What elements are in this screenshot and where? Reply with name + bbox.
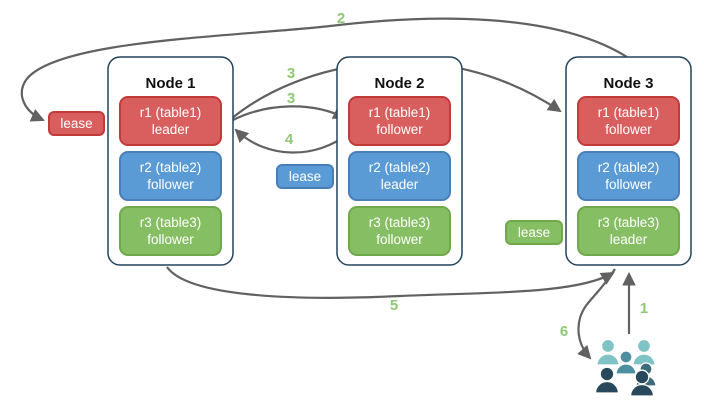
- replica-box-green: [119, 206, 222, 256]
- step-label-1: 1: [640, 300, 648, 317]
- lease-label-green: lease: [505, 220, 563, 245]
- replica-role: follower: [147, 177, 194, 192]
- lease-label-blue: lease: [276, 164, 334, 189]
- node-2: Node 2 r1 (table1) follower r2 (table2) …: [336, 56, 463, 266]
- person-medium-center: [615, 350, 637, 375]
- replica-box-blue: [119, 151, 222, 201]
- arrows: [20, 17, 636, 360]
- replica-role: leader: [381, 177, 419, 192]
- arrow-step-6-node3-to-users: [577, 268, 616, 360]
- lease-badge-red: [48, 111, 105, 136]
- step-labels: 2 3 3 4 5 6 1: [285, 10, 648, 340]
- arrow-step-2-node3-to-lease1: [20, 17, 628, 122]
- person-dark-left: [594, 366, 620, 394]
- arrow-step-3-node1-to-node2: [230, 105, 347, 122]
- lease-badge-green: [505, 220, 563, 245]
- step-label-3a: 3: [287, 65, 295, 82]
- node-1-title: Node 1: [145, 75, 195, 92]
- replica-name: r2 (table2): [598, 160, 660, 175]
- replica-role: follower: [376, 232, 423, 247]
- replica-box-red: [348, 96, 451, 146]
- lease-badge-text: lease: [289, 169, 321, 184]
- lease-label-red: lease: [48, 111, 105, 136]
- replica-name: r1 (table1): [369, 105, 431, 120]
- node-2-title: Node 2: [374, 75, 424, 92]
- replica-name: r1 (table1): [140, 105, 202, 120]
- node-3-title: Node 3: [603, 75, 653, 92]
- replica-box-green: [577, 206, 680, 256]
- replica-name: r3 (table3): [140, 215, 202, 230]
- replica-name: r3 (table3): [598, 215, 660, 230]
- replica-role: follower: [605, 122, 652, 137]
- node-3-replica-r2: r2 (table2) follower: [577, 151, 680, 201]
- node-3-replica-r3: r3 (table3) leader: [577, 206, 680, 256]
- node-3: Node 3 r1 (table1) follower r2 (table2) …: [565, 56, 692, 266]
- replica-name: r1 (table1): [598, 105, 660, 120]
- node-2-replica-r2: r2 (table2) leader: [348, 151, 451, 201]
- replica-role: follower: [605, 177, 652, 192]
- arrow-step-5-node1-to-node3: [166, 266, 615, 299]
- replica-role: leader: [152, 122, 190, 137]
- replica-role: follower: [376, 122, 423, 137]
- node-1-replica-r2: r2 (table2) follower: [119, 151, 222, 201]
- replica-box-blue: [348, 151, 451, 201]
- replica-role: follower: [147, 232, 194, 247]
- node-2-replica-r1: r1 (table1) follower: [348, 96, 451, 146]
- person-light-right: [632, 338, 656, 366]
- replica-name: r2 (table2): [369, 160, 431, 175]
- replica-name: r3 (table3): [369, 215, 431, 230]
- node-2-replica-r3: r3 (table3) follower: [348, 206, 451, 256]
- node-1-replica-r1: r1 (table1) leader: [119, 96, 222, 146]
- lease-badge-blue: [276, 164, 334, 189]
- replica-name: r2 (table2): [140, 160, 202, 175]
- step-label-5: 5: [390, 297, 398, 314]
- replica-box-blue: [577, 151, 680, 201]
- step-label-6: 6: [560, 323, 568, 340]
- node-1: Node 1 r1 (table1) leader r2 (table2) fo…: [107, 56, 234, 266]
- step-label-2: 2: [337, 10, 345, 27]
- users-group-icon: [594, 338, 657, 397]
- person-dark-right: [629, 369, 655, 397]
- node-1-replica-r3: r3 (table3) follower: [119, 206, 222, 256]
- person-light-left: [596, 338, 620, 366]
- replica-role: leader: [610, 232, 648, 247]
- step-label-3b: 3: [287, 90, 295, 107]
- replica-box-green: [348, 206, 451, 256]
- step-label-4: 4: [285, 131, 294, 148]
- lease-badge-text: lease: [60, 116, 92, 131]
- replica-box-red: [119, 96, 222, 146]
- lease-badge-text: lease: [518, 225, 550, 240]
- replica-box-red: [577, 96, 680, 146]
- node-3-replica-r1: r1 (table1) follower: [577, 96, 680, 146]
